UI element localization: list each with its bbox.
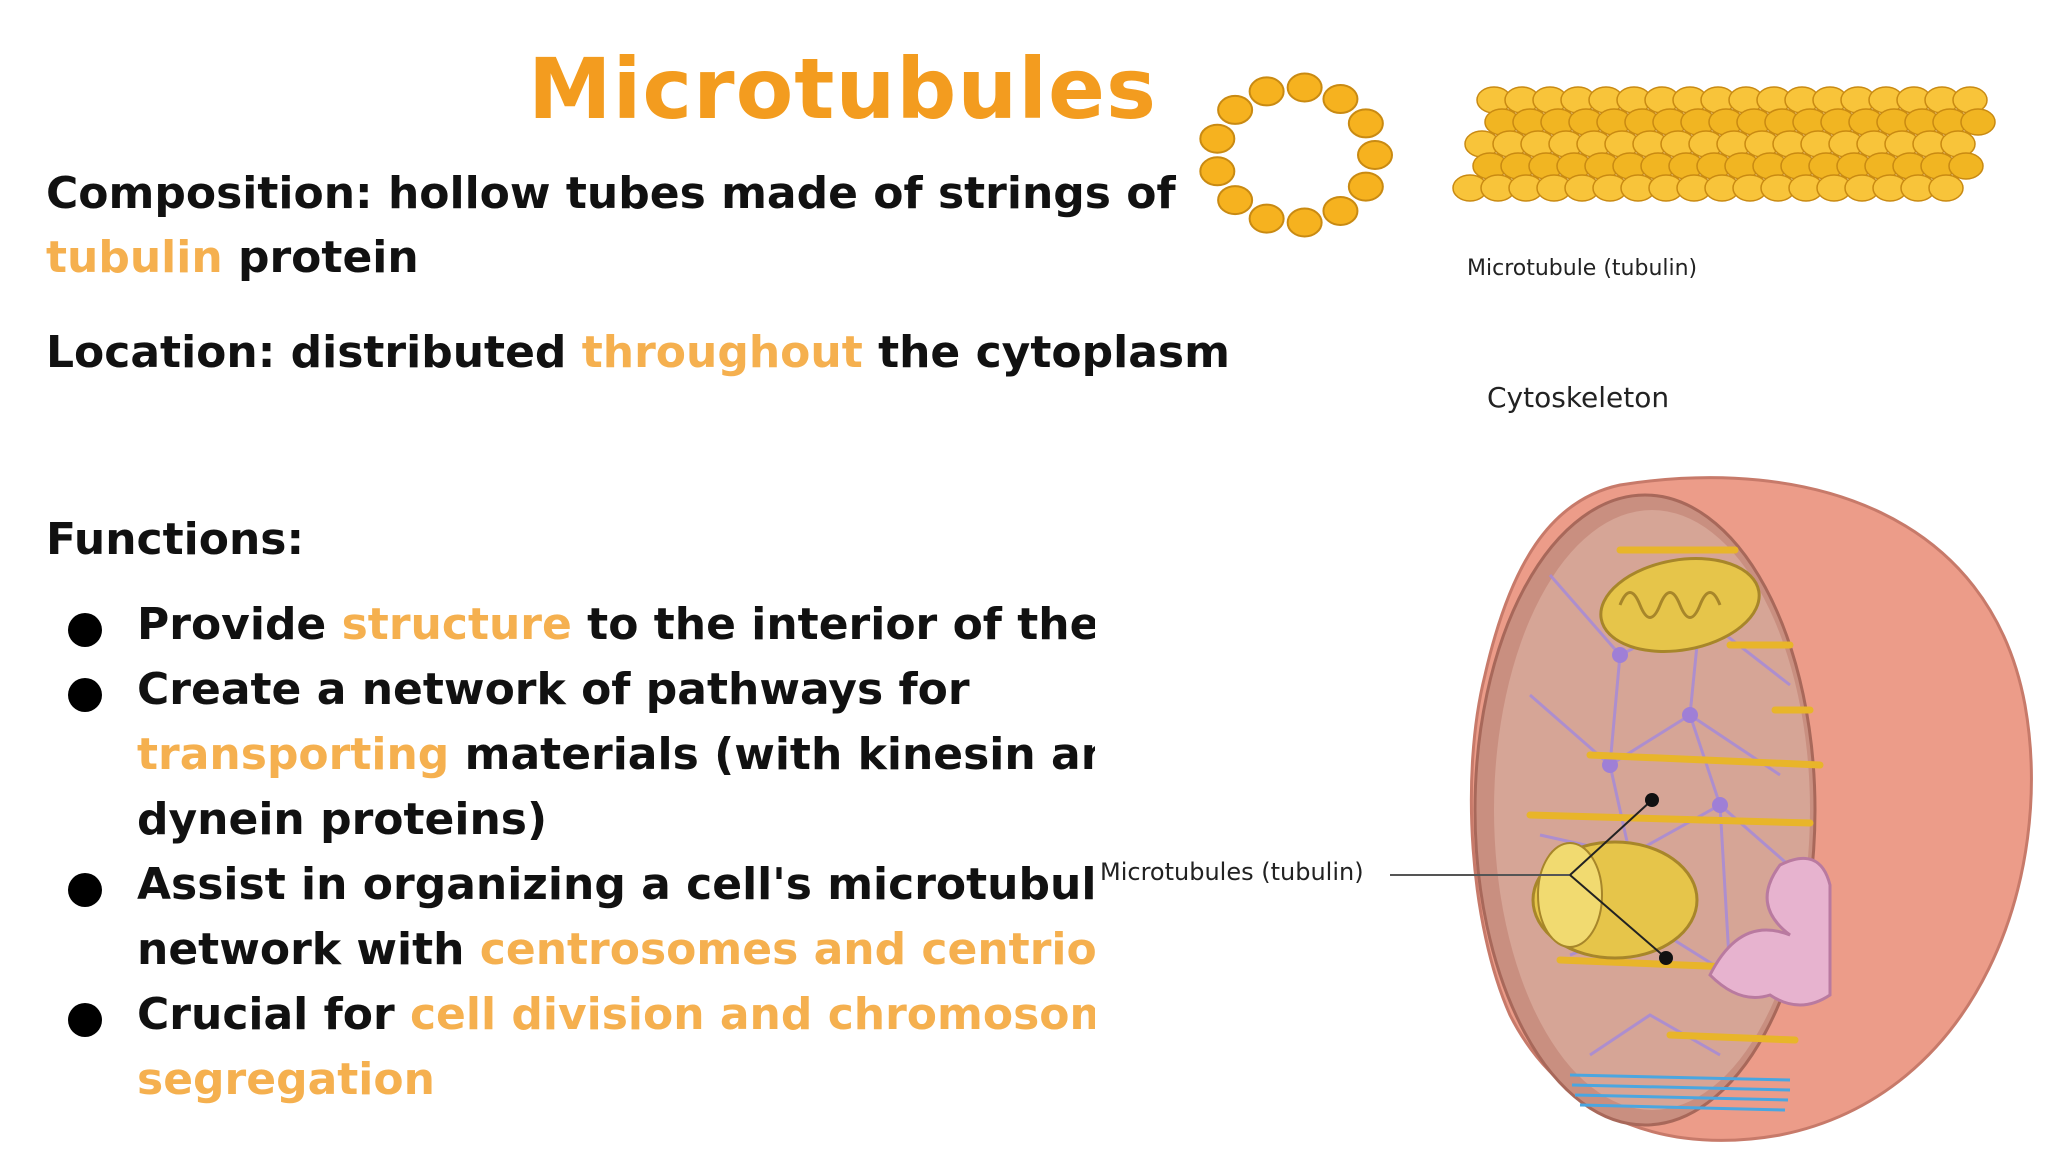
microtubule-tube-illustration xyxy=(1452,86,1996,202)
bullet-dot xyxy=(68,678,102,712)
composition-text: hollow tubes made of strings of xyxy=(372,168,1176,219)
functions-heading: Functions: xyxy=(46,514,305,565)
bullet-highlight: centrosomes and centrioles xyxy=(479,924,1095,975)
bullet-organize: Assist in organizing a cell's microtubul… xyxy=(0,852,1095,982)
bullet-division: Crucial for cell division and chromosome… xyxy=(0,982,1095,1112)
location-text-end: the cytoplasm xyxy=(862,327,1230,378)
microtubules-pointer-label: Microtubules (tubulin) xyxy=(1100,858,1364,886)
page-title: Microtubules xyxy=(528,40,1157,138)
composition-text-end: protein xyxy=(222,232,419,283)
bullet-structure: Provide structure to the interior of the… xyxy=(0,592,1095,657)
location-paragraph: Location: distributed throughout the cyt… xyxy=(46,321,1230,385)
tubulin-caption: Microtubule (tubulin) xyxy=(1467,256,1698,281)
bullet-dot xyxy=(68,873,102,907)
composition-paragraph: Composition: hollow tubes made of string… xyxy=(46,162,1176,290)
cytoskeleton-cell-illustration xyxy=(1390,476,2033,1142)
location-label: Location: xyxy=(46,327,276,378)
bullet-highlight: structure xyxy=(341,599,572,650)
tubulin-ring-illustration xyxy=(1199,72,1393,238)
cytoskeleton-title: Cytoskeleton xyxy=(1487,381,1670,414)
bullet-highlight: cell division and chromosome xyxy=(409,989,1095,1040)
composition-highlight: tubulin xyxy=(46,232,223,283)
composition-label: Composition: xyxy=(46,168,373,219)
bullet-dot xyxy=(68,1003,102,1037)
location-text: distributed xyxy=(275,327,582,378)
functions-list: Provide structure to the interior of the… xyxy=(0,592,1095,1112)
bullet-transport: Create a network of pathways for transpo… xyxy=(0,657,1095,852)
bullet-highlight: transporting xyxy=(137,729,450,780)
bullet-dot xyxy=(68,613,102,647)
location-highlight: throughout xyxy=(581,327,863,378)
